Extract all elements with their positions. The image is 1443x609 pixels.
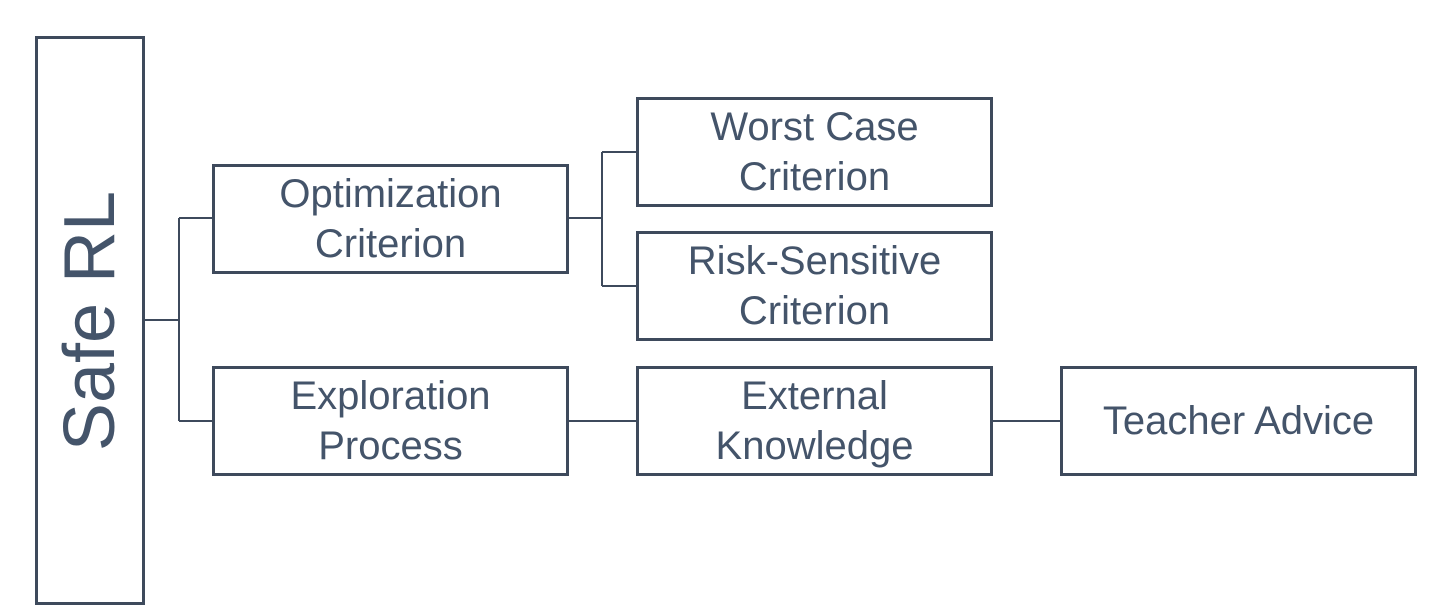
node-exploration-process: Exploration Process	[212, 366, 569, 476]
node-optimization-criterion-label: Optimization Criterion	[279, 172, 502, 266]
node-safe-rl-label: Safe RL	[50, 190, 130, 451]
node-risk-sensitive-criterion: Risk-Sensitive Criterion	[636, 231, 993, 341]
node-teacher-advice-label: Teacher Advice	[1102, 399, 1375, 443]
node-exploration-process-label: Exploration Process	[290, 374, 491, 468]
node-worst-case-criterion: Worst Case Criterion	[636, 97, 993, 207]
node-risk-sensitive-criterion-label: Risk-Sensitive Criterion	[687, 239, 942, 333]
node-external-knowledge: External Knowledge	[636, 366, 993, 476]
node-worst-case-criterion-label: Worst Case Criterion	[710, 105, 919, 199]
node-external-knowledge-label: External Knowledge	[715, 374, 914, 468]
node-safe-rl: Safe RL	[35, 36, 145, 605]
node-teacher-advice: Teacher Advice	[1060, 366, 1417, 476]
node-optimization-criterion: Optimization Criterion	[212, 164, 569, 274]
